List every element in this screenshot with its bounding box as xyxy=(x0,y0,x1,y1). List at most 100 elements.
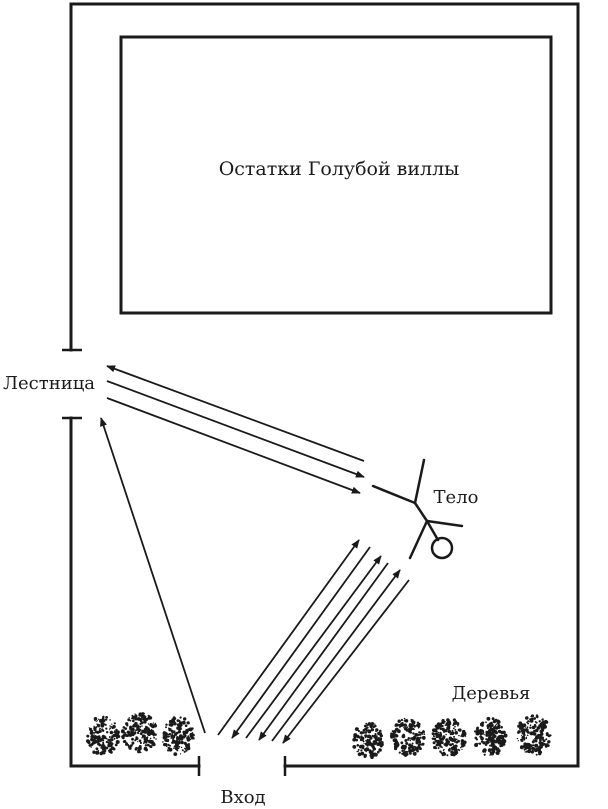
tree-stipple-dot xyxy=(457,748,460,751)
tree-stipple-dot xyxy=(187,735,190,738)
tree-stipple-dot xyxy=(106,731,109,734)
tree-stipple-dot xyxy=(178,721,183,725)
tree-stipple-dot xyxy=(536,715,539,719)
tree-stipple-dot xyxy=(135,736,138,739)
tree-stipple-dot xyxy=(153,723,157,728)
tree-stipple-dot xyxy=(491,751,494,754)
tree-stipple-dot xyxy=(521,727,524,731)
tree-stipple-dot xyxy=(170,737,172,740)
tree-stipple-dot xyxy=(186,736,189,740)
tree-stipple-dot xyxy=(179,716,182,719)
tree-stipple-dot xyxy=(440,752,443,755)
tree-stipple-dot xyxy=(144,744,148,747)
tree-stipple-dot xyxy=(447,724,451,728)
tree-stipple-dot xyxy=(406,726,409,728)
tree-stipple-dot xyxy=(167,739,170,741)
tree-stipple-dot xyxy=(493,726,496,729)
tree-stipple-dot xyxy=(492,746,497,751)
tree-stipple-dot xyxy=(365,729,368,732)
tree-stipple-dot xyxy=(490,723,494,727)
tree-stipple-dot xyxy=(485,732,488,735)
tree-stipple-dot xyxy=(520,739,522,741)
tree-stipple-dot xyxy=(460,735,462,737)
tree-stipple-dot xyxy=(476,729,480,733)
tree-stipple-dot xyxy=(189,735,192,738)
tree-stipple-dot xyxy=(413,728,415,730)
tree-stipple-dot xyxy=(102,734,105,737)
tree-stipple-dot xyxy=(413,720,416,724)
tree-stipple-dot xyxy=(486,716,491,721)
arrows-stairs-body xyxy=(106,365,365,494)
tree-stipple-dot xyxy=(153,736,156,739)
villa-remains-outline xyxy=(119,35,553,315)
tree-stipple-dot xyxy=(410,718,412,721)
arrow-entrance-to-body-1 xyxy=(217,539,360,736)
tree-stipple-dot xyxy=(143,720,147,724)
tree-stipple-dot xyxy=(134,713,136,715)
tree-stipple-dot xyxy=(540,740,542,742)
tree-stipple-dot xyxy=(121,735,124,739)
tree-stipple-dot xyxy=(167,746,170,750)
tree-stipple-dot xyxy=(455,720,458,723)
tree-stipple-dot xyxy=(527,749,532,754)
trees-label: Деревья xyxy=(452,683,531,704)
body-figure xyxy=(371,458,464,560)
tree-stipple-dot xyxy=(538,752,542,756)
tree-stipple-dot xyxy=(174,733,178,737)
tree-stipple-dot xyxy=(478,742,482,745)
tree-stipple-dot xyxy=(534,728,539,733)
tree-stipple-dot xyxy=(147,732,151,736)
tree-stipple-dot xyxy=(111,723,113,725)
tree-stipple-dot xyxy=(191,727,194,730)
tree-stipple-dot xyxy=(529,719,534,723)
tree-stipple-dot xyxy=(141,714,144,717)
tree-stipple-dot xyxy=(378,748,382,752)
tree-stipple-dot xyxy=(141,733,143,736)
tree-stipple-dot xyxy=(437,732,439,734)
tree-stipple-dot xyxy=(125,722,129,726)
tree-stipple-dot xyxy=(435,743,439,747)
tree-stipple-dot xyxy=(433,728,438,733)
tree-stipple-dot xyxy=(530,715,532,718)
tree-stipple-dot xyxy=(396,734,398,737)
tree-stipple-dot xyxy=(377,731,381,736)
tree-stipple-dot xyxy=(441,719,445,723)
tree-stipple-dot xyxy=(359,731,364,735)
body-head xyxy=(430,536,454,560)
tree-stipple-dot xyxy=(96,736,101,740)
tree-stipple-dot xyxy=(403,745,407,749)
tree-stipple-dot xyxy=(93,736,97,740)
tree-stipple-dot xyxy=(499,744,503,748)
tree-stipple-dot xyxy=(115,744,118,747)
tree-stipple-dot xyxy=(91,734,94,738)
tree-stipple-dot xyxy=(186,721,190,725)
tree-stipple-dot xyxy=(452,727,455,730)
tree-stipple-dot xyxy=(479,735,482,738)
tree-stipple-dot xyxy=(149,729,153,734)
tree-stipple-dot xyxy=(476,726,479,730)
tree-stipple-dot xyxy=(88,744,92,747)
tree-stipple-dot xyxy=(143,737,147,741)
tree-stipple-dot xyxy=(411,727,414,730)
tree-stipple-dot xyxy=(439,731,442,735)
tree-stipple-dot xyxy=(529,726,531,729)
tree-stipple-dot xyxy=(398,723,402,728)
tree-stipple-dot xyxy=(458,734,460,737)
tree-stipple-dot xyxy=(432,741,436,745)
stairs-label: Лестница xyxy=(3,373,95,394)
tree-stipple-dot xyxy=(379,729,382,733)
tree-stipple-dot xyxy=(109,719,111,721)
tree-stipple-dot xyxy=(403,726,405,729)
tree-stipple-dot xyxy=(133,723,137,728)
tree-stipple-dot xyxy=(367,734,371,738)
tree-stipple-dot xyxy=(355,727,358,730)
tree-stipple-dot xyxy=(494,740,498,744)
tree-stipple-dot xyxy=(137,728,141,732)
tree-stipple-dot xyxy=(137,750,141,754)
tree-stipple-dot xyxy=(124,732,127,734)
tree-stipple-dot xyxy=(524,728,529,732)
tree-stipple-dot xyxy=(375,730,377,733)
tree-stipple-dot xyxy=(438,733,443,738)
tree-stipple-dot xyxy=(128,717,130,719)
tree-stipple-dot xyxy=(535,753,538,756)
